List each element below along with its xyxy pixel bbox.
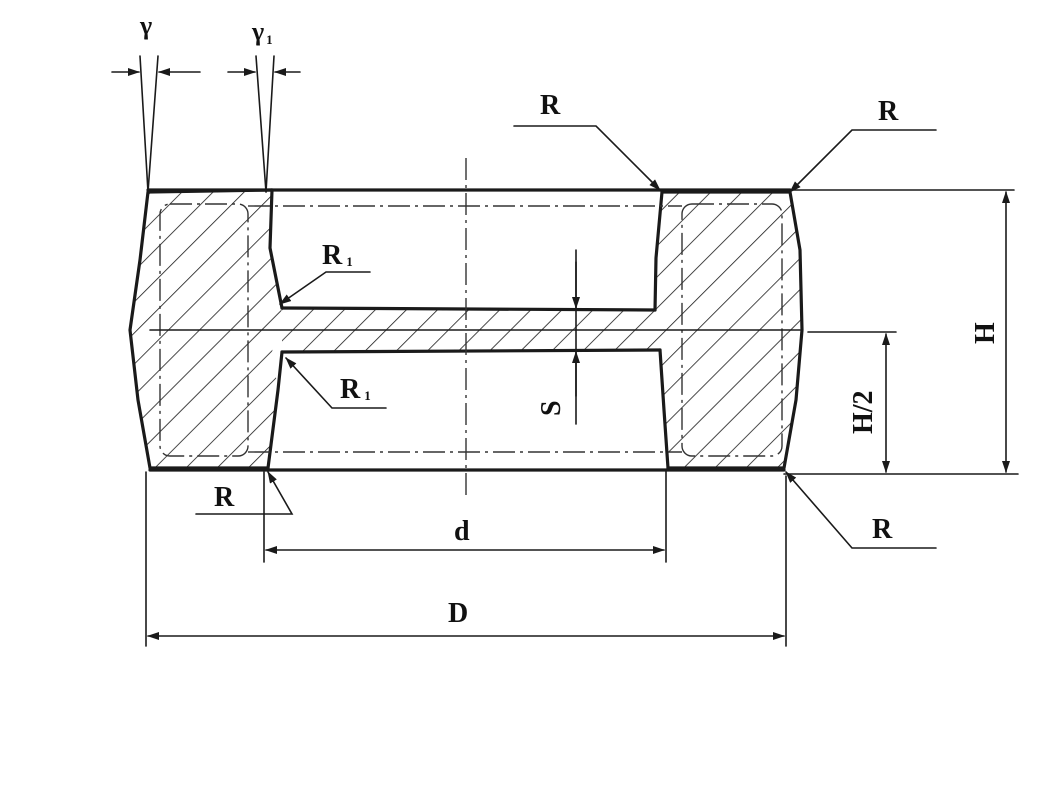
- right-rim-inner-outline: [653, 190, 664, 312]
- web-bottom-outline: [280, 348, 662, 354]
- r-bottom-left-leader: [195, 471, 294, 515]
- r-top-right-leader: [789, 129, 937, 193]
- r1-lower-leader: [285, 357, 387, 409]
- r-bottom-left-label: R: [214, 482, 235, 513]
- outer-diameter-dimension: D: [145, 471, 787, 647]
- height-dimension: H: [783, 189, 1019, 475]
- draft-angle-gamma: γ: [111, 11, 201, 193]
- inner-diameter-dimension: d: [263, 469, 667, 563]
- left-rim-inner-lower-outline: [266, 350, 284, 470]
- h-half-label: H/2: [848, 390, 879, 434]
- half-height-dimension: H/2: [807, 331, 897, 473]
- r-top-right-label: R: [878, 96, 899, 127]
- d-large-label: D: [448, 598, 468, 629]
- r-top-center-label: R: [540, 90, 561, 121]
- h-label: H: [970, 322, 1001, 344]
- web-top-outline: [280, 306, 657, 312]
- finished-part-contour: [149, 203, 801, 457]
- r-bottom-right-leader: [785, 471, 937, 549]
- r1-upper-leader: [279, 271, 371, 305]
- left-rim-section: [130, 190, 282, 468]
- gamma-label: γ: [139, 11, 152, 40]
- r-top-center-leader: [513, 125, 661, 191]
- d-small-label: d: [454, 516, 470, 547]
- right-rim-inner-lower-outline: [658, 348, 670, 470]
- s-label: S: [536, 400, 567, 416]
- web-thickness-dimension: S: [536, 249, 580, 425]
- left-rim-inner-outline: [268, 188, 284, 310]
- r-bottom-right-label: R: [872, 514, 893, 545]
